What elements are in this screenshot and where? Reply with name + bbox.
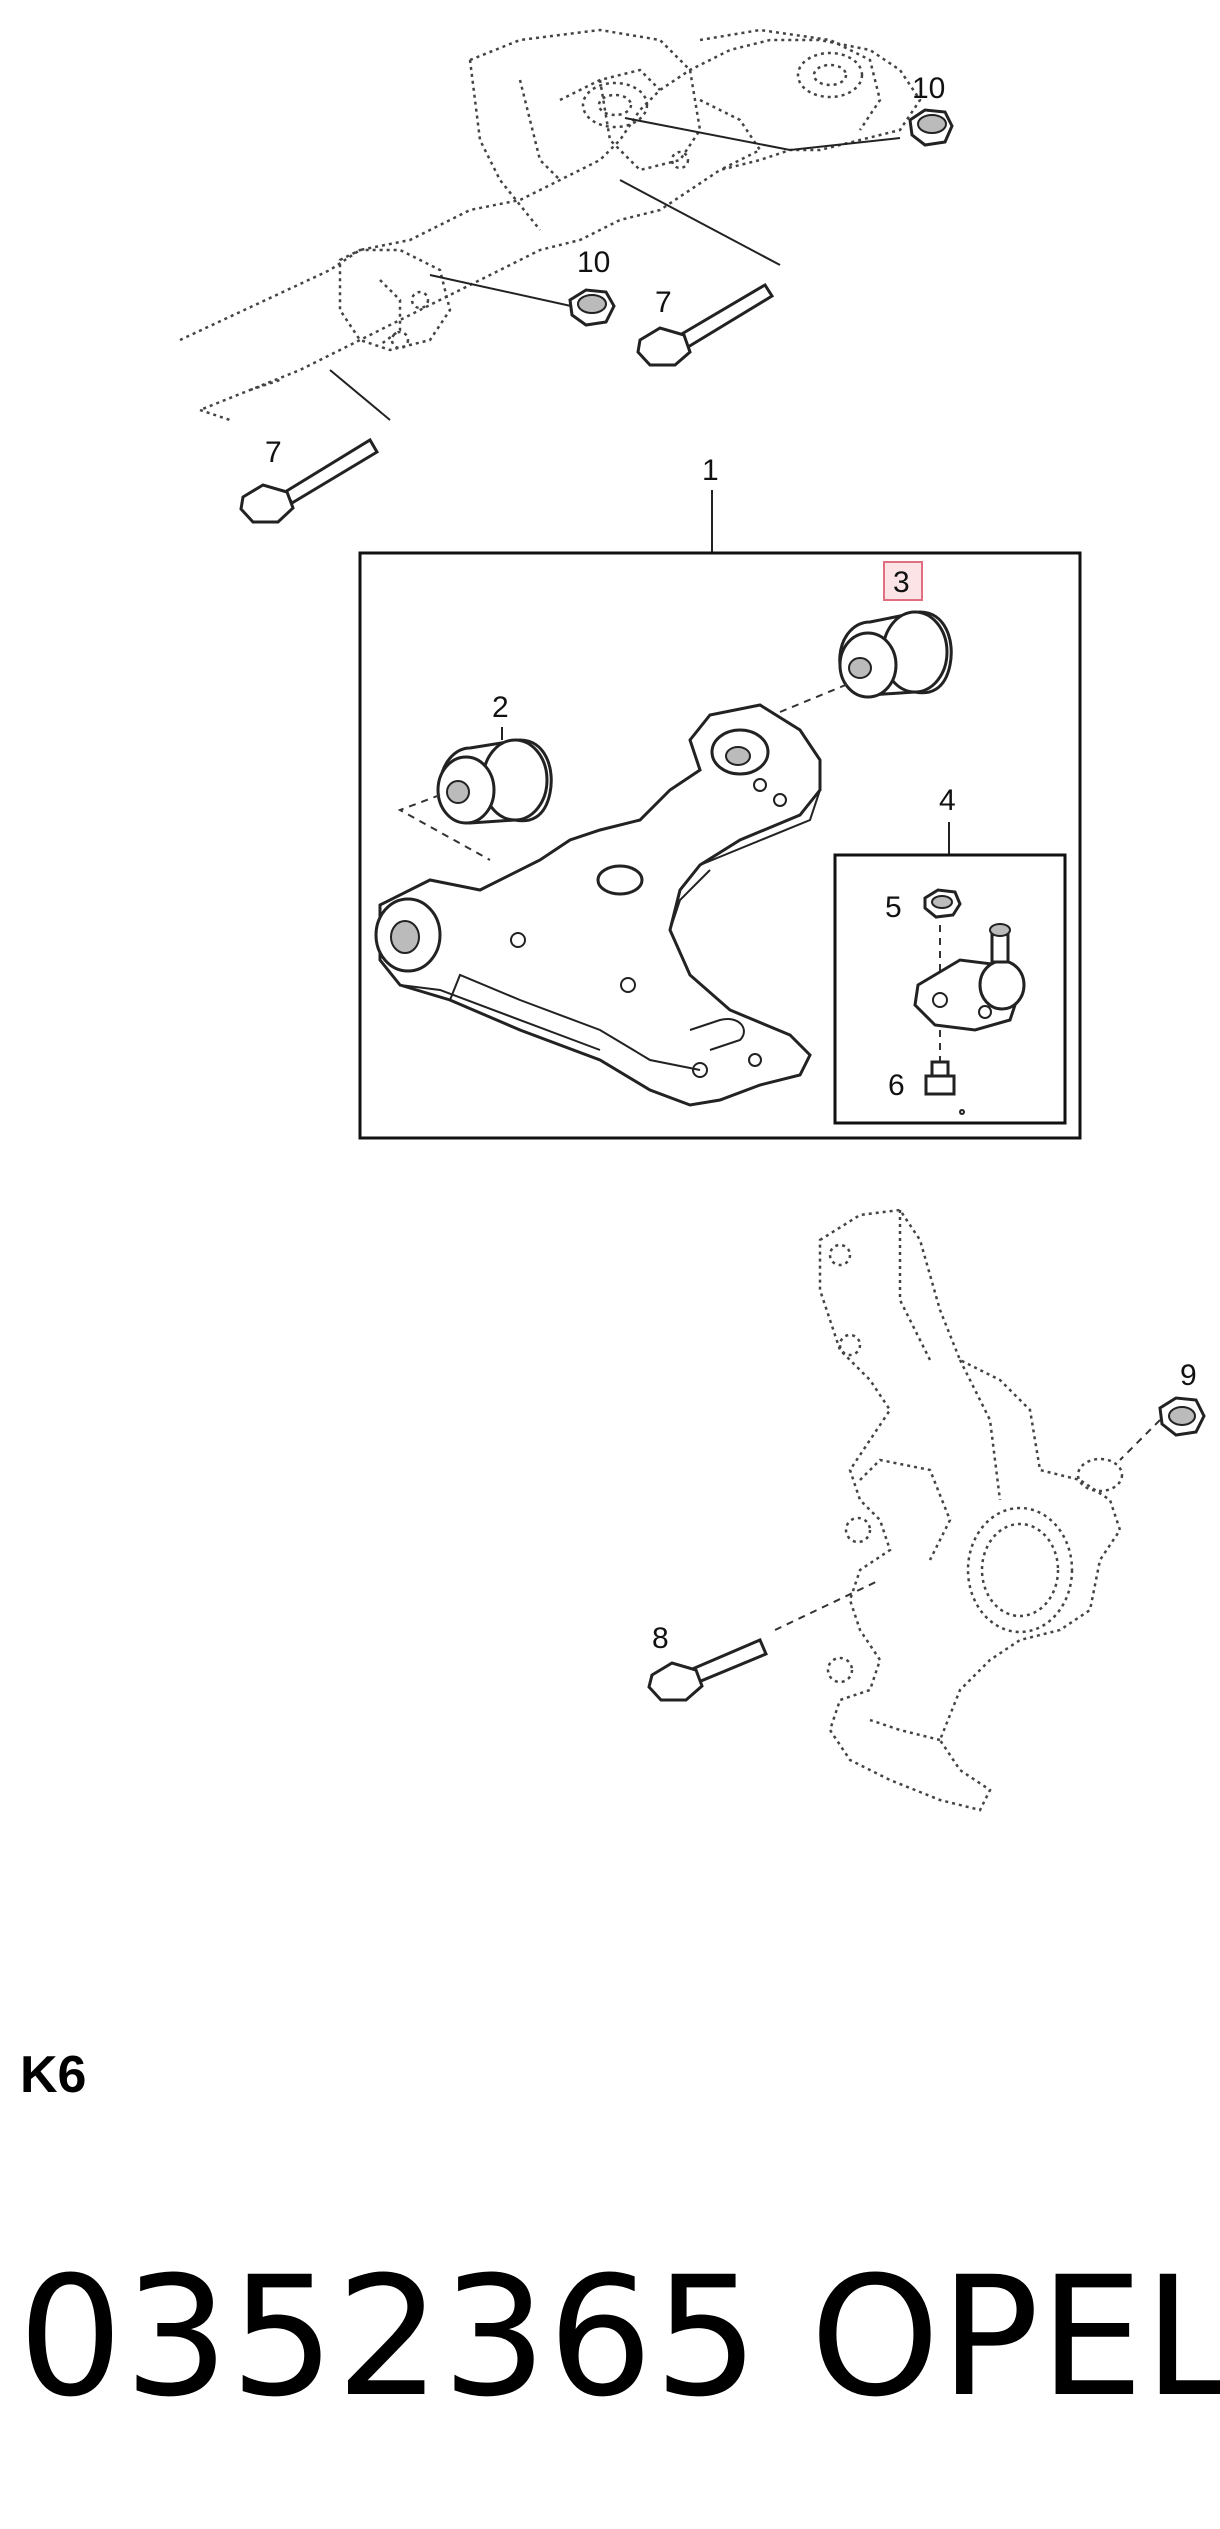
leader-bolt-7b [619, 179, 781, 266]
callout-10-upper: 10 [912, 72, 945, 105]
callout-2: 2 [492, 691, 509, 724]
leader-2 [397, 794, 491, 861]
steering-knuckle [818, 1208, 1124, 1812]
small-dot [959, 1109, 965, 1115]
part-number: 0352365 [18, 2241, 760, 2433]
highlight-box-3 [883, 561, 923, 601]
bolt-6 [924, 1060, 956, 1096]
assembly-box [358, 551, 1082, 1140]
leader-9 [1119, 1419, 1161, 1461]
leader-nut-10a [624, 117, 901, 152]
ball-joint [913, 923, 1026, 1032]
callout-8: 8 [652, 1622, 669, 1655]
subframe-drawing [179, 28, 922, 422]
leader-nut-10b [429, 274, 581, 309]
bolt-7-left [239, 437, 380, 524]
callout-5: 5 [885, 891, 902, 924]
bolt-7-right [636, 282, 775, 367]
exploded-parts-diagram: 10 10 7 7 1 3 2 [179, 28, 1206, 1812]
callout-7-left: 7 [265, 436, 282, 469]
callout-1: 1 [702, 454, 719, 487]
callout-6: 6 [888, 1069, 905, 1102]
bushing-3 [838, 610, 953, 699]
callout-4: 4 [939, 784, 956, 817]
leader-3 [779, 683, 849, 713]
nut-9 [1158, 1396, 1206, 1437]
bushing-2 [436, 738, 553, 825]
control-arm [374, 703, 822, 1107]
nut-5 [923, 888, 962, 919]
brand-name: OPEL [810, 2241, 1220, 2433]
bolt-8 [647, 1638, 768, 1702]
leader-8 [774, 1579, 881, 1631]
nut-10-upper [908, 108, 954, 147]
callout-9: 9 [1180, 1359, 1197, 1392]
callout-3: 3 [893, 566, 910, 599]
ball-joint-box [833, 853, 1067, 1125]
callout-7-right: 7 [655, 286, 672, 319]
section-code: K6 [20, 2046, 87, 2104]
nut-10-lower [568, 288, 616, 327]
leader-bolt-7a [329, 369, 391, 421]
callout-10-lower: 10 [577, 246, 610, 279]
